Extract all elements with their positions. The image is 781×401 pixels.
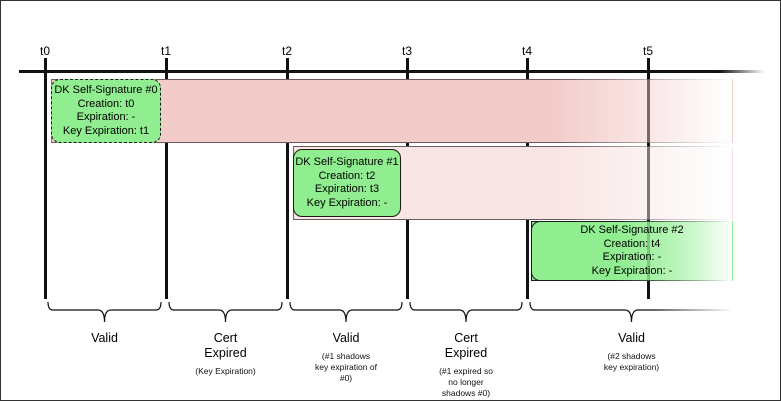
signature-box-2[interactable]: DK Self-Signature #2 Creation: t4 Expira… (531, 221, 733, 281)
tick-label-t4: t4 (521, 44, 533, 58)
signature-2-creation: Creation: t4 (603, 237, 661, 250)
signature-1-expiration: Expiration: t3 (314, 183, 380, 195)
signature-box-1[interactable]: DK Self-Signature #1 Creation: t2 Expira… (293, 149, 401, 217)
interval-bracket-1 (168, 301, 283, 323)
signature-1-creation: Creation: t2 (318, 169, 376, 182)
validity-band-signature-0 (51, 79, 733, 143)
timeline-axis (19, 70, 719, 73)
tick-mark-t2 (285, 58, 289, 299)
tick-label-t1: t1 (160, 44, 172, 58)
signature-1-name: DK Self-Signature #1 (295, 156, 399, 168)
signature-2-key-expiration: Key Expiration: - (591, 264, 673, 277)
signature-box-2-left-cap (531, 221, 547, 281)
interval-bracket-3 (409, 301, 523, 323)
signature-box-0[interactable]: DK Self-Signature #0 Creation: t0 Expira… (51, 79, 161, 143)
signature-0-creation: Creation: t0 (77, 97, 135, 110)
interval-2-main: Valid (332, 331, 360, 345)
signature-0-expiration: Expiration: - (76, 111, 136, 123)
signature-0-name: DK Self-Signature #0 (54, 84, 158, 96)
tick-label-t0: t0 (39, 44, 51, 58)
tick-mark-t0 (43, 58, 47, 299)
interval-4-main: Valid (618, 331, 645, 345)
signature-2-name: DK Self-Signature #2 (580, 224, 684, 236)
tick-label-t2: t2 (281, 44, 293, 58)
interval-0-main: Valid (91, 331, 118, 345)
interval-1-sub: (Key Expiration) (195, 366, 256, 376)
timeline-axis-fade (719, 70, 765, 73)
interval-bracket-0 (47, 301, 162, 323)
interval-bracket-4 (529, 301, 734, 323)
interval-label-0: Valid (47, 331, 162, 351)
signature-1-key-expiration: Key Expiration: - (306, 196, 388, 209)
tick-label-t5: t5 (642, 44, 654, 58)
signature-2-expiration: Expiration: - (602, 251, 662, 263)
signature-0-key-expiration: Key Expiration: t1 (62, 124, 150, 137)
tick-mark-t1 (164, 58, 168, 299)
interval-bracket-2 (289, 301, 403, 323)
tick-label-t3: t3 (401, 44, 413, 58)
